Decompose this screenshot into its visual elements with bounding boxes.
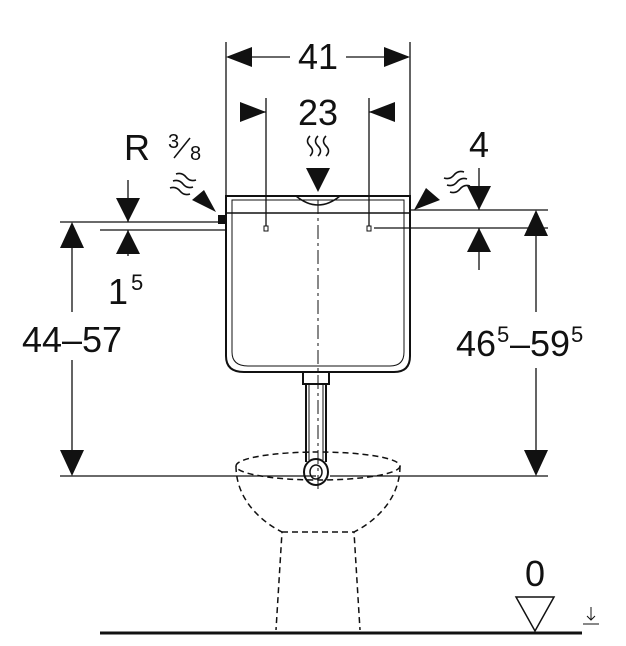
- extension-lines: [60, 42, 548, 477]
- water-inlet-right-icon: [414, 170, 471, 210]
- dim-41-label: 41: [298, 36, 338, 77]
- dimension-1-5: 1 5: [108, 180, 143, 312]
- cistern: [218, 195, 411, 373]
- dim-1-5-sup: 5: [131, 270, 143, 295]
- water-inlet-top-icon: [306, 135, 330, 192]
- thread-r: R: [124, 127, 150, 168]
- thread-fraction-den: 8: [190, 143, 201, 165]
- dimension-41: 41: [226, 36, 410, 77]
- dim-23-label: 23: [298, 92, 338, 133]
- floor-level-label: 0: [525, 553, 545, 594]
- flush-pipe: [302, 371, 330, 486]
- dim-1-5-main: 1: [108, 271, 128, 312]
- dimension-44-57: 44–57: [22, 222, 122, 476]
- thread-fraction-num: 3: [168, 131, 179, 153]
- dim-4-label: 4: [469, 124, 489, 165]
- dim-46-label: 46: [456, 323, 496, 364]
- water-inlet-left-icon: [169, 172, 216, 212]
- dim-44-57-label: 44–57: [22, 319, 122, 360]
- dim-46-sup: 5: [497, 322, 509, 347]
- dimension-4: 4: [467, 124, 491, 270]
- dimension-23: 23: [240, 92, 395, 133]
- download-arrow-icon[interactable]: [583, 607, 599, 625]
- dim-46-59-separator: –: [510, 323, 530, 364]
- dim-59-sup: 5: [571, 322, 583, 347]
- floor-level-marker: 0: [514, 553, 556, 633]
- dim-59-label: 59: [530, 323, 570, 364]
- dimension-46-59: 46 5 – 59 5: [456, 210, 583, 476]
- thread-size-label: R 3 8: [124, 127, 201, 168]
